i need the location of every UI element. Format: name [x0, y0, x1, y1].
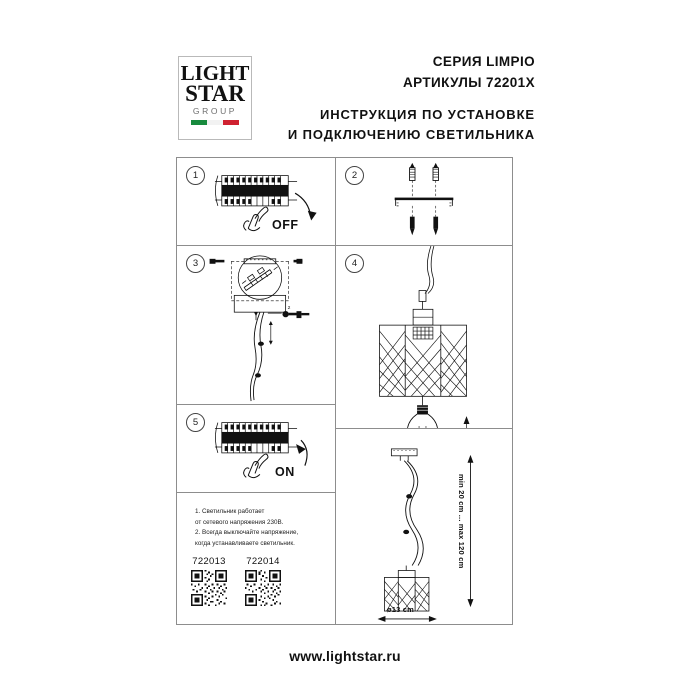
breaker-on-illustration — [214, 422, 308, 479]
note-line-2: от сетевого напряжения 230В. — [195, 518, 284, 526]
step-number-3: 3 — [186, 254, 205, 273]
step-1-state-label: OFF — [272, 218, 299, 232]
product-code-item: 722013 — [191, 556, 227, 606]
step-panel-2: 2 — [335, 157, 513, 246]
notes-panel: 1. Светильник работает от сетевого напря… — [176, 492, 336, 625]
product-codes: 722013 — [191, 556, 331, 606]
product-code-number: 722014 — [246, 556, 280, 567]
safety-notes: 1. Светильник работает от сетевого напря… — [195, 507, 327, 549]
step-panel-3: 3 — [176, 245, 336, 405]
brand-logo: LIGHT STAR GROUP — [178, 56, 252, 140]
instruction-title-line2: И ПОДКЛЮЧЕНИЮ СВЕТИЛЬНИКА — [287, 126, 535, 142]
logo-text-star: STAR — [185, 81, 245, 107]
height-dimension-label: min 20 cm ... max 120 cm — [457, 474, 466, 569]
header-text-block: СЕРИЯ LIMPIO АРТИКУЛЫ 72201X ИНСТРУКЦИЯ … — [270, 52, 535, 145]
svg-text:2: 2 — [288, 305, 291, 311]
step-number-4: 4 — [345, 254, 364, 273]
logo-text-light: LIGHT — [180, 61, 250, 85]
qr-code-icon — [191, 570, 227, 606]
step-panel-5: 5 — [176, 404, 336, 493]
breaker-off-illustration — [214, 175, 317, 232]
qr-code-icon — [245, 570, 281, 606]
note-line-4: когда устанавливаете светильник. — [195, 539, 295, 547]
product-code-number: 722013 — [192, 556, 226, 567]
step-panel-1: 1 — [176, 157, 336, 246]
mounting-bracket-illustration — [394, 162, 454, 236]
step-number-1: 1 — [186, 166, 205, 185]
steps-grid: 1 — [176, 157, 513, 625]
step-number-5: 5 — [186, 413, 205, 432]
shade-and-bulb-illustration — [379, 246, 470, 428]
dimensions-illustration — [377, 448, 474, 622]
logo-text-group: GROUP — [192, 106, 238, 117]
step-panel-4: 4 — [335, 245, 513, 429]
note-line-3: 2. Всегда выключайте напряжение, — [195, 529, 299, 537]
step-5-state-label: ON — [275, 465, 295, 479]
footer-website[interactable]: www.lightstar.ru — [289, 648, 401, 664]
header: LIGHT STAR GROUP СЕРИЯ LIMPIO АРТИКУЛЫ 7… — [0, 22, 690, 142]
articles-label: АРТИКУЛЫ 72201X — [403, 74, 535, 90]
diameter-dimension-label: ø13 cm — [387, 605, 415, 614]
product-code-item: 722014 — [245, 556, 281, 606]
step-number-2: 2 — [345, 166, 364, 185]
instruction-title-line1: ИНСТРУКЦИЯ ПО УСТАНОВКЕ — [320, 106, 535, 122]
series-label: СЕРИЯ LIMPIO — [432, 54, 535, 69]
italian-flag-icon — [191, 120, 239, 126]
dimensions-panel: min 20 cm ... max 120 cm ø13 cm — [335, 428, 513, 625]
note-line-1: 1. Светильник работает — [195, 508, 265, 515]
wiring-connection-illustration: 2 — [209, 255, 310, 402]
